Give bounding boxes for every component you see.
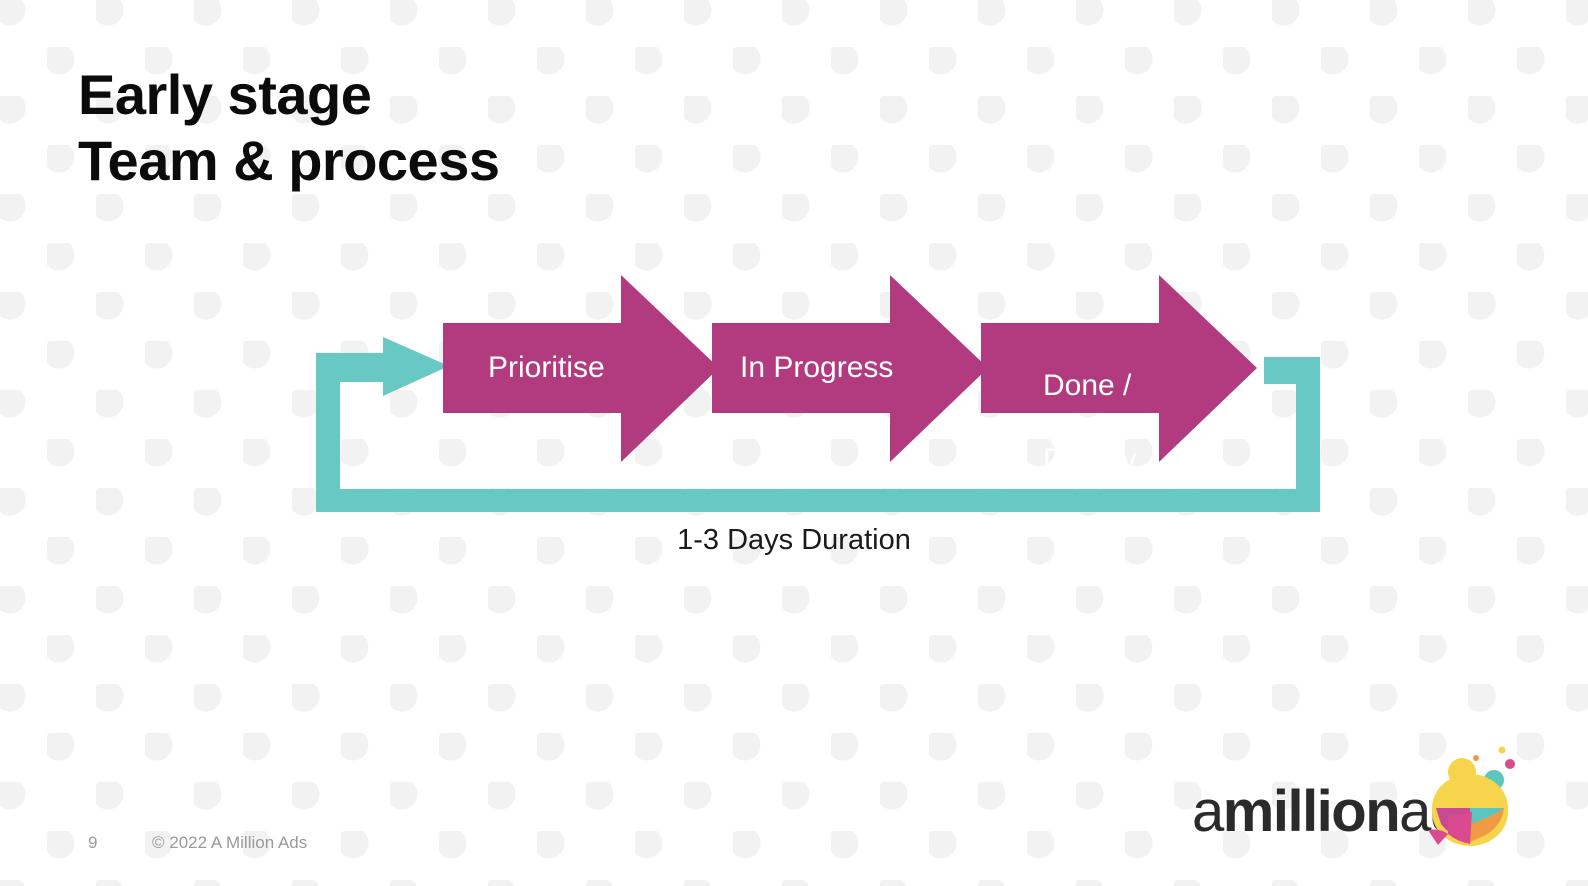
page-title: Early stage Team & process xyxy=(78,62,978,194)
footer-page-number: 9 xyxy=(88,833,98,852)
logo: amillionads xyxy=(1192,742,1522,847)
stage-label-done-deploy: Done / Deploy xyxy=(1043,330,1243,515)
title-line-2: Team & process xyxy=(78,129,500,192)
logo-word-a: a xyxy=(1192,779,1224,844)
logo-word-million: million xyxy=(1222,779,1401,844)
logo-mark-icon xyxy=(1414,742,1522,847)
stage-label-done-deploy-line-2: Deploy xyxy=(1043,443,1137,476)
stage-label-done-deploy-line-1: Done / xyxy=(1043,369,1132,402)
stage-label-in-progress: In Progress xyxy=(740,351,894,384)
footer-copyright: © 2022 A Million Ads xyxy=(152,833,308,852)
loop-duration-caption: 1-3 Days Duration xyxy=(677,524,911,556)
title-line-1: Early stage xyxy=(78,63,372,126)
stage-label-prioritise: Prioritise xyxy=(488,351,605,384)
